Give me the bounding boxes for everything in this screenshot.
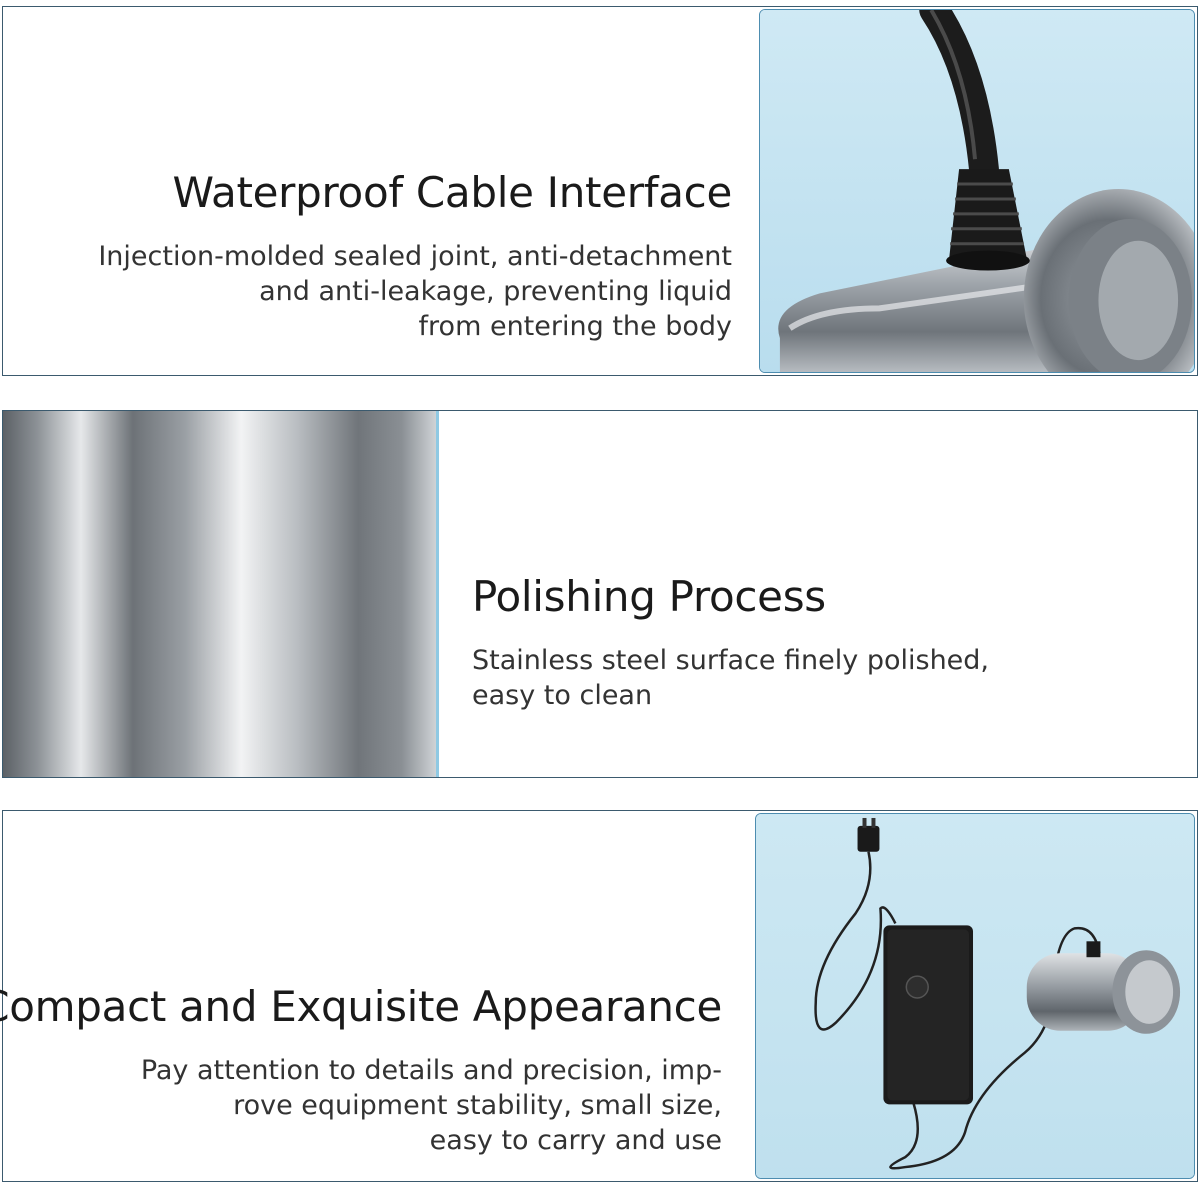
feature-text-compact: Compact and Exquisite Appearance Pay att… (0, 982, 722, 1158)
feature-title: Waterproof Cable Interface (172, 168, 732, 217)
description-line: Injection-molded sealed joint, anti-deta… (98, 241, 732, 272)
feature-text-polishing: Polishing Process Stainless steel surfac… (472, 572, 989, 713)
feature-title: Polishing Process (472, 572, 826, 621)
device-set-photo (755, 813, 1195, 1179)
cable-interface-photo (759, 9, 1195, 373)
description-line: and anti-leakage, preventing liquid (259, 276, 732, 307)
description-line: easy to carry and use (429, 1125, 722, 1156)
feature-card-compact (2, 810, 1198, 1182)
feature-description: Injection-molded sealed joint, anti-deta… (98, 239, 732, 344)
feature-title: Compact and Exquisite Appearance (0, 982, 722, 1031)
feature-description: Stainless steel surface finely polished,… (472, 643, 989, 713)
description-line: from entering the body (418, 311, 732, 342)
feature-text-waterproof: Waterproof Cable Interface Injection-mol… (98, 168, 732, 344)
description-line: easy to clean (472, 680, 653, 711)
feature-card-polishing (2, 410, 1198, 778)
feature-card-waterproof (2, 6, 1198, 376)
polished-steel-photo (3, 411, 439, 777)
description-line: Pay attention to details and precision, … (140, 1055, 722, 1086)
description-line: rove equipment stability, small size, (233, 1090, 722, 1121)
feature-description: Pay attention to details and precision, … (0, 1053, 722, 1158)
description-line: Stainless steel surface finely polished, (472, 645, 990, 676)
